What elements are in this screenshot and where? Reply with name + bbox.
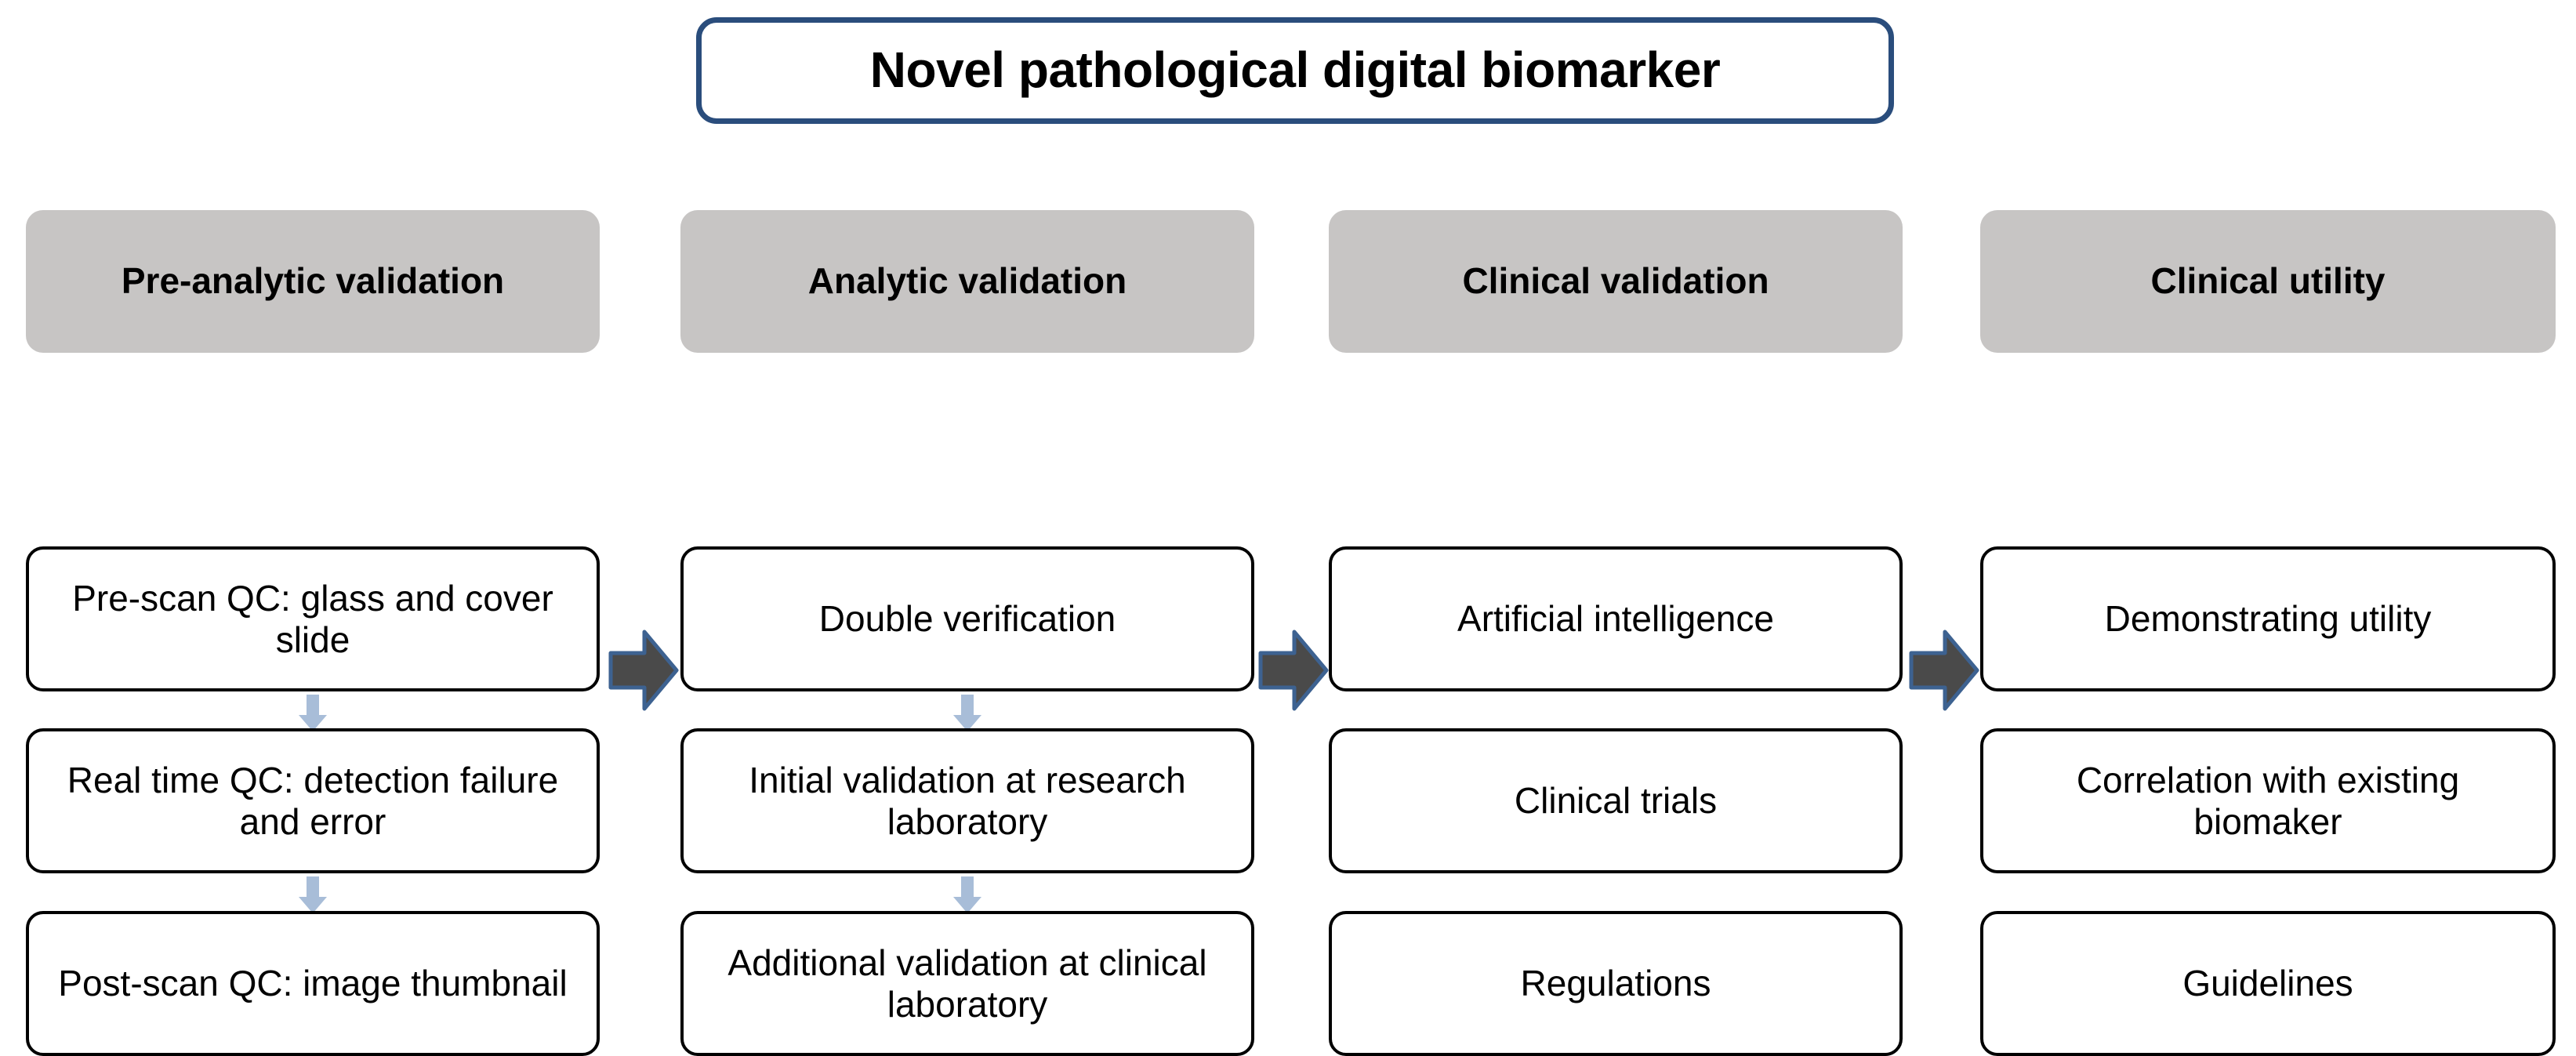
column-header-clinical-utility: Clinical utility: [1980, 210, 2556, 353]
step-slot: Real time QC: detection failure and erro…: [26, 728, 600, 873]
column-header-label: Pre-analytic validation: [121, 260, 505, 302]
step-box[interactable]: Artificial intelligence: [1329, 546, 1903, 691]
step-box[interactable]: Additional validation at clinical labora…: [680, 911, 1254, 1056]
step-slot: Post-scan QC: image thumbnail: [26, 911, 600, 1056]
step-box[interactable]: Regulations: [1329, 911, 1903, 1056]
diagram-title-box: Novel pathological digital biomarker: [696, 17, 1894, 124]
step-slot: Additional validation at clinical labora…: [680, 911, 1254, 1056]
column-header-clinical-validation: Clinical validation: [1329, 210, 1903, 353]
down-arrow-icon: [949, 695, 985, 732]
right-arrow-icon: [1908, 627, 1980, 713]
column-clinical-validation: Clinical validation Artificial intellige…: [1329, 210, 1903, 1056]
step-slot: Pre-scan QC: glass and cover slide: [26, 546, 600, 691]
column-header-label: Clinical validation: [1462, 260, 1769, 302]
step-slot: Initial validation at research laborator…: [680, 728, 1254, 873]
right-arrow-icon: [608, 627, 680, 713]
step-box[interactable]: Demonstrating utility: [1980, 546, 2556, 691]
column-header-pre-analytic-validation: Pre-analytic validation: [26, 210, 600, 353]
step-label: Additional validation at clinical labora…: [727, 942, 1207, 1025]
step-label: Real time QC: detection failure and erro…: [67, 760, 559, 842]
step-label: Initial validation at research laborator…: [749, 760, 1186, 842]
column-header-label: Clinical utility: [2150, 260, 2386, 302]
column-analytic-validation: Analytic validation Double verification …: [680, 210, 1254, 1056]
right-arrow-icon: [1257, 627, 1330, 713]
column-header-analytic-validation: Analytic validation: [680, 210, 1254, 353]
step-slot: Regulations: [1329, 911, 1903, 1056]
page-title: Novel pathological digital biomarker: [869, 42, 1721, 99]
step-box[interactable]: Double verification: [680, 546, 1254, 691]
down-arrow-icon: [295, 695, 331, 732]
step-label: Guidelines: [2182, 963, 2353, 1004]
step-label: Double verification: [818, 598, 1116, 640]
step-box[interactable]: Clinical trials: [1329, 728, 1903, 873]
step-slot: Double verification: [680, 546, 1254, 691]
step-slot: Demonstrating utility: [1980, 546, 2556, 691]
step-slot: Correlation with existing biomaker: [1980, 728, 2556, 873]
step-slot: Guidelines: [1980, 911, 2556, 1056]
title-row: Novel pathological digital biomarker: [0, 0, 2576, 149]
step-box[interactable]: Post-scan QC: image thumbnail: [26, 911, 600, 1056]
step-label: Pre-scan QC: glass and cover slide: [72, 578, 553, 660]
step-label: Post-scan QC: image thumbnail: [58, 963, 568, 1004]
step-slot: Artificial intelligence: [1329, 546, 1903, 691]
down-arrow-icon: [949, 876, 985, 914]
step-label: Artificial intelligence: [1457, 598, 1774, 640]
step-label: Correlation with existing biomaker: [2076, 760, 2460, 842]
step-label: Clinical trials: [1514, 780, 1718, 822]
step-label: Demonstrating utility: [2104, 598, 2432, 640]
step-box[interactable]: Correlation with existing biomaker: [1980, 728, 2556, 873]
workflow-board: Pre-analytic validation Pre-scan QC: gla…: [26, 210, 2556, 1056]
step-box[interactable]: Pre-scan QC: glass and cover slide: [26, 546, 600, 691]
step-label: Regulations: [1520, 963, 1711, 1004]
step-box[interactable]: Real time QC: detection failure and erro…: [26, 728, 600, 873]
step-slot: Clinical trials: [1329, 728, 1903, 873]
step-box[interactable]: Initial validation at research laborator…: [680, 728, 1254, 873]
column-header-label: Analytic validation: [807, 260, 1127, 302]
step-box[interactable]: Guidelines: [1980, 911, 2556, 1056]
down-arrow-icon: [295, 876, 331, 914]
column-pre-analytic-validation: Pre-analytic validation Pre-scan QC: gla…: [26, 210, 600, 1056]
column-clinical-utility: Clinical utility Demonstrating utility C…: [1980, 210, 2556, 1056]
